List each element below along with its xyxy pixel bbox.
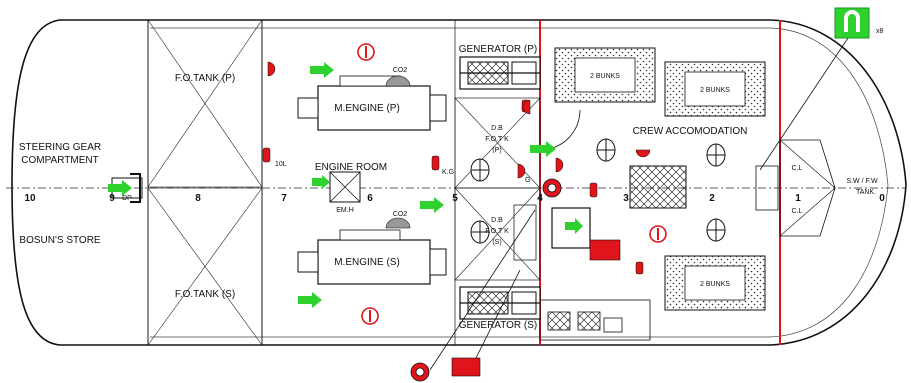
bunk-top-right [664,61,766,117]
engine-room-label: ENGINE ROOM [315,162,387,173]
co2-nozzle-s [385,217,411,229]
extinguisher-crew [589,182,598,198]
bunks-top-left-label: 2 BUNKS [590,73,620,80]
fo-tank-s [147,187,263,346]
co2-p-label: CO2 [393,67,408,74]
generator-s-label: GENERATOR (S) [459,320,538,331]
store-hatch-2 [577,311,601,331]
fire-box-legend-icon [451,357,481,377]
arrow-6 [530,141,556,157]
fire-bell-legend-icon [410,362,430,382]
sw-fw-label-2: TANK. [856,189,876,196]
db-fotk-s-box [454,187,541,281]
lifebuoy-count-label: x8 [876,28,884,35]
hull-outline [11,19,907,346]
emh-label: EM.H [336,207,354,214]
bunks-top-right-label: 2 BUNKS [700,87,730,94]
ext-g-label: G [525,177,530,184]
crew-label: CREW ACCOMODATION [633,126,748,137]
sw-fw-label-1: S.W / F.W [846,178,878,185]
frame-8: 8 [195,193,201,204]
emergency-hatch [329,171,361,203]
db-fotk-s-inner [513,204,537,261]
frame-3: 3 [623,193,629,204]
generator-p [459,56,541,90]
extinguisher-er-mid [431,155,440,171]
co2-nozzle-p [385,75,411,87]
fo-tank-p [147,19,263,188]
store-sink [603,317,623,333]
extinguisher-er-left [262,147,271,163]
bosun-label: BOSUN'S STORE [19,235,101,246]
escape-arrows [108,62,583,308]
rudder-bracket [130,173,141,203]
db-fotk-p-label-1: D.B [491,125,503,132]
crew-table [629,165,687,209]
lifebuoy-icon [834,7,870,39]
arrow-1 [108,180,132,196]
fire-box-icon [589,239,621,261]
bunks-bottom-label: 2 BUNKS [700,281,730,288]
bow-cl-tanks [755,139,836,237]
store-room [539,299,651,341]
generator-s [459,286,541,320]
arrow-5 [298,292,322,308]
alarm-1 [267,61,276,77]
db-fotk-s-label-1: D.B [491,217,503,224]
frame-7: 7 [281,193,287,204]
frame-4: 4 [537,193,543,204]
frame-10: 10 [24,193,36,204]
leader-2 [469,269,521,371]
cl-top-label: C.L [792,165,803,172]
bunk-bottom [664,255,766,311]
frame-numbers: 10 9 8 7 6 5 4 3 2 1 0 [24,193,885,204]
ext-10l-label: 10L [275,161,287,168]
arrow-3 [312,175,330,189]
arrow-2 [310,62,334,78]
cl-bottom-label: C.L [792,208,803,215]
co2-s-label: CO2 [393,211,408,218]
fo-tank-s-label: F.O.TANK (S) [175,289,235,300]
db-fotk-p-label-3: (P) [492,147,501,154]
store-hatch-1 [547,311,571,331]
alarm-icons [267,61,651,179]
arrow-7 [565,218,583,234]
extinguisher-crew-bottom [635,261,644,275]
main-engine-p [297,75,447,131]
frame-6: 6 [367,193,373,204]
frame-2: 2 [709,193,715,204]
alarm-2 [522,99,531,115]
generator-p-label: GENERATOR (P) [459,44,538,55]
emergency-sign-icons [357,43,667,325]
frame-0: 0 [879,193,885,204]
bunk-top-left [554,47,656,103]
lifebuoy-leader [759,37,849,171]
db-fotk-p-label-2: F.O.T K [485,136,509,143]
alarm-3 [517,163,526,179]
frame-5: 5 [452,193,458,204]
hull-inner-line [150,27,889,338]
frame-9: 9 [109,193,115,204]
steering-label-1: STEERING GEAR [19,142,101,153]
leader-1 [429,209,536,371]
alarm-5 [635,149,651,158]
db-fotk-s-label-3: (S) [492,239,501,246]
m-engine-p-label: M.ENGINE (P) [334,103,400,114]
portholes [470,138,726,244]
alarm-4 [555,157,564,173]
arrow-4 [420,197,444,213]
frame-1: 1 [795,193,801,204]
main-engine-s [297,229,447,285]
dp-label: DP [122,195,132,202]
m-engine-s-label: M.ENGINE (S) [334,257,400,268]
fo-tank-p-label: F.O.TANK (P) [175,73,235,84]
db-fotk-s-label-2: F.O.T K [485,228,509,235]
fire-bell-icon [542,178,562,198]
steering-label-2: COMPARTMENT [21,155,98,166]
ext-kg-label: K.G [442,169,454,176]
stair-box [551,207,591,249]
